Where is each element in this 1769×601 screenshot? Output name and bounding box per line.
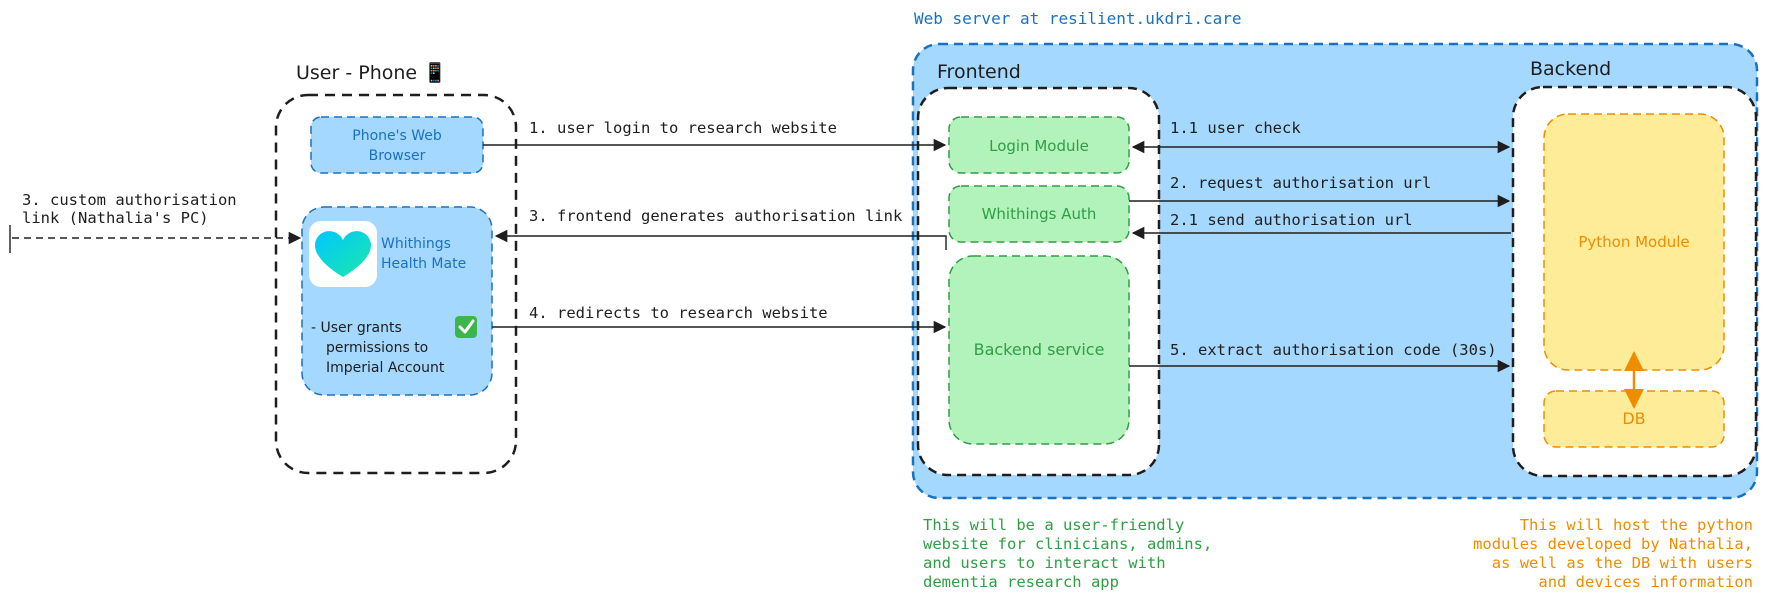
flow-3-label: 3. frontend generates authorisation link — [529, 207, 903, 225]
flow-1-1-label: 1.1 user check — [1170, 119, 1301, 137]
grant-text-line-3: Imperial Account — [326, 360, 445, 376]
flow-3-arrow — [494, 229, 947, 250]
browser-label-line-1: Phone's Web — [352, 128, 442, 144]
backend-note: This will host the python modules develo… — [1473, 516, 1753, 591]
flow-4-label: 4. redirects to research website — [529, 304, 828, 322]
flow-3-external-label-line-2: link (Nathalia's PC) — [22, 209, 209, 227]
flow-2-1-label: 2.1 send authorisation url — [1170, 211, 1413, 229]
backend-label: Backend — [1530, 58, 1611, 80]
frontend-note-line-4: dementia research app — [923, 573, 1119, 591]
backend-service-module — [948, 255, 1130, 445]
health-mate-app-icon — [309, 221, 377, 287]
frontend-note-line-2: website for clinicians, admins, — [923, 535, 1212, 553]
flow-3-external-label-line-1: 3. custom authorisation — [22, 191, 237, 209]
backend-note-line-1: This will host the python — [1520, 516, 1753, 534]
backend-note-line-2: modules developed by Nathalia, — [1473, 535, 1753, 553]
frontend-label: Frontend — [937, 61, 1021, 83]
phone-title: User - Phone 📱 — [296, 61, 447, 84]
backend-service-label: Backend service — [974, 340, 1105, 359]
phone-web-browser — [310, 116, 484, 174]
flow-2-label: 2. request authorisation url — [1170, 174, 1431, 192]
grant-text-line-2: permissions to — [326, 340, 428, 356]
check-mark-icon — [455, 316, 477, 338]
backend-note-line-4: and devices information — [1538, 573, 1753, 591]
login-module — [948, 116, 1130, 174]
flow-1-label: 1. user login to research website — [529, 119, 837, 137]
python-module — [1543, 113, 1725, 371]
login-module-label: Login Module — [989, 137, 1089, 155]
whithings-auth-label: Whithings Auth — [982, 205, 1097, 223]
flow-5-label: 5. extract authorisation code (30s) — [1170, 341, 1497, 359]
app-label-line-1: Whithings — [381, 236, 451, 252]
grant-text-line-1: - User grants — [311, 320, 402, 336]
db-label: DB — [1622, 409, 1645, 428]
backend-note-line-3: as well as the DB with users — [1492, 554, 1753, 572]
browser-label-line-2: Browser — [369, 148, 426, 164]
frontend-note-line-1: This will be a user-friendly — [923, 516, 1184, 534]
whithings-auth-module — [948, 185, 1130, 243]
python-module-label: Python Module — [1578, 233, 1689, 251]
server-title: Web server at resilient.ukdri.care — [914, 9, 1242, 28]
frontend-note: This will be a user-friendly website for… — [923, 516, 1212, 591]
frontend-note-line-3: and users to interact with — [923, 554, 1166, 572]
app-label-line-2: Health Mate — [381, 256, 466, 272]
